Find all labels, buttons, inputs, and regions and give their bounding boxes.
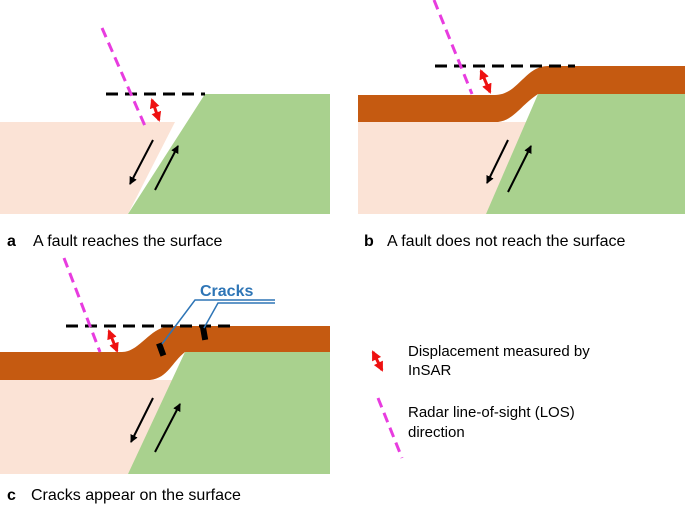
legend: Displacement measured by InSAR Radar lin… bbox=[371, 343, 590, 459]
slip-arrow-up bbox=[154, 403, 181, 453]
displacement-arrow bbox=[149, 98, 162, 122]
crack-mark bbox=[156, 342, 167, 357]
cracks-label: Cracks bbox=[200, 283, 253, 300]
panel-b-letter: b bbox=[364, 233, 374, 250]
cracks-callout-line bbox=[161, 299, 275, 345]
hanging-wall-block bbox=[128, 94, 330, 214]
sediment-layer bbox=[358, 66, 685, 122]
panel-a-letter: a bbox=[7, 233, 16, 250]
displacement-arrow bbox=[107, 329, 119, 353]
legend-los-line2: direction bbox=[408, 424, 465, 441]
legend-displacement-line2: InSAR bbox=[408, 362, 452, 379]
hanging-wall-block bbox=[128, 352, 330, 474]
panel-b: b A fault does not reach the surface bbox=[358, 0, 685, 250]
panel-a: a A fault reaches the surface bbox=[0, 27, 330, 250]
panel-c-caption: Cracks appear on the surface bbox=[31, 487, 241, 504]
cracks-callout-line bbox=[203, 302, 275, 329]
panel-c: Cracks c Cracks appear on the surface bbox=[0, 257, 330, 504]
magenta-dashed-line-icon bbox=[376, 397, 404, 459]
panel-b-caption: A fault does not reach the surface bbox=[387, 233, 625, 250]
slip-arrow-down bbox=[130, 397, 154, 443]
footwall-block bbox=[358, 122, 536, 214]
los-line bbox=[100, 27, 147, 127]
crack-mark bbox=[199, 325, 209, 341]
panel-c-letter: c bbox=[7, 487, 16, 504]
hanging-wall-block bbox=[486, 94, 685, 214]
slip-arrow-up bbox=[154, 145, 179, 191]
displacement-arrow bbox=[479, 69, 492, 94]
legend-los-line1: Radar line-of-sight (LOS) bbox=[408, 404, 575, 421]
los-line bbox=[62, 257, 102, 353]
panel-a-caption: A fault reaches the surface bbox=[33, 233, 223, 250]
red-double-arrow-icon bbox=[371, 350, 384, 372]
footwall-block bbox=[0, 380, 178, 474]
footwall-block bbox=[0, 122, 175, 214]
slip-arrow-up bbox=[507, 145, 532, 193]
slip-arrow-down bbox=[486, 139, 509, 184]
los-line bbox=[432, 0, 474, 95]
slip-arrow-down bbox=[129, 139, 154, 185]
legend-displacement-line1: Displacement measured by bbox=[408, 343, 590, 360]
